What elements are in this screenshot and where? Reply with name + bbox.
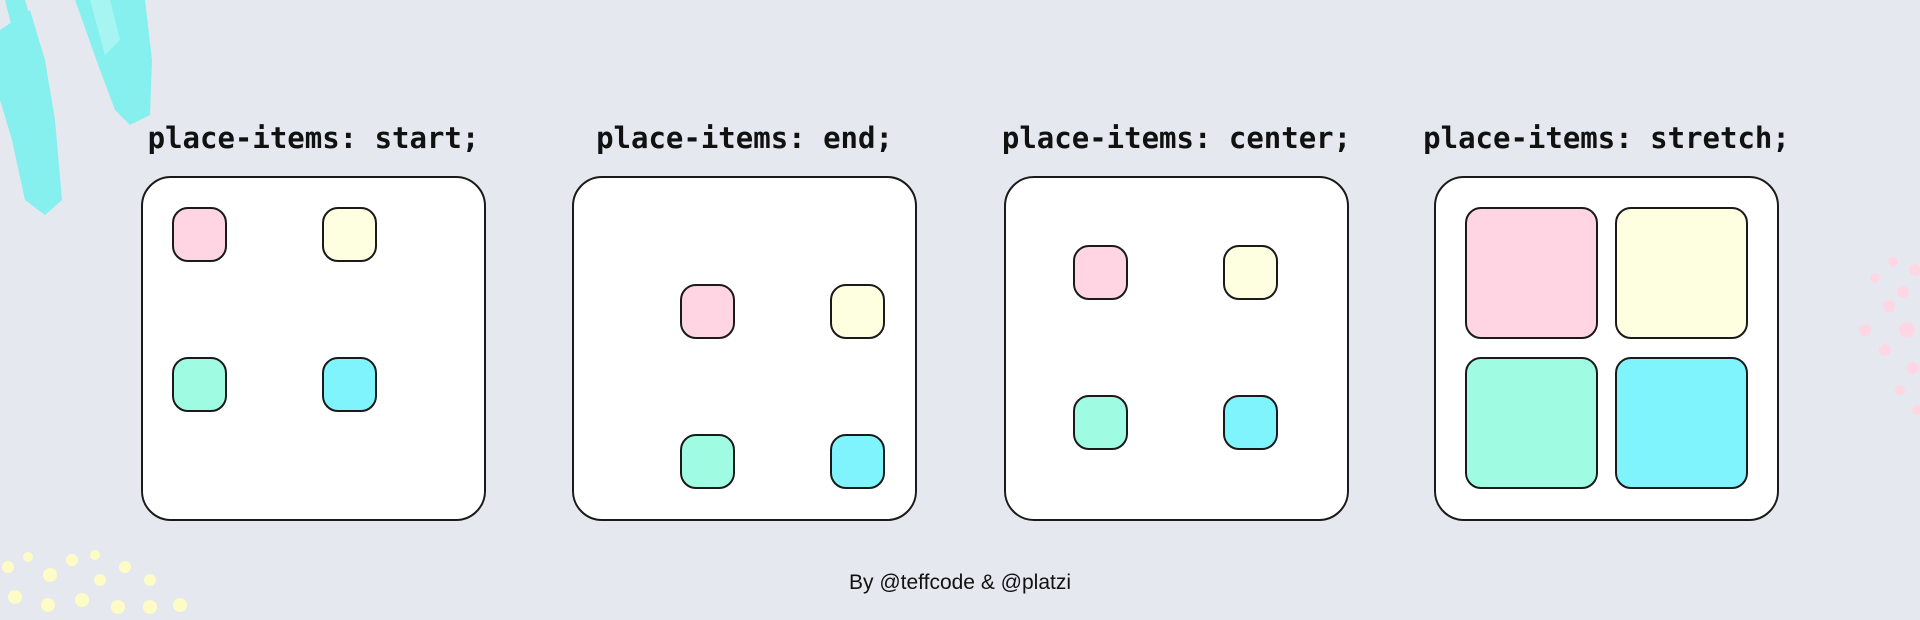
grid-item-cyan	[1223, 395, 1278, 450]
footer-credit: By @teffcode & @platzi	[848, 571, 1072, 594]
grid-item-yellow	[1223, 245, 1278, 300]
panel-title: place-items: start;	[147, 121, 480, 155]
panel-title: place-items: stretch;	[1423, 121, 1790, 155]
grid-container	[141, 176, 486, 521]
grid-container	[572, 176, 917, 521]
grid-item-green	[1465, 357, 1598, 489]
grid-item-cyan	[830, 434, 885, 489]
grid-item-pink	[1465, 207, 1598, 339]
grid-container	[1004, 176, 1349, 521]
grid-item-yellow	[830, 284, 885, 339]
grid-item-cyan	[1615, 357, 1748, 489]
grid-item-pink	[172, 207, 227, 262]
grid-item-green	[172, 357, 227, 412]
grid-item-cyan	[322, 357, 377, 412]
panel-title: place-items: end;	[596, 121, 893, 155]
grid-item-yellow	[322, 207, 377, 262]
grid-item-pink	[1073, 245, 1128, 300]
grid-item-green	[1073, 395, 1128, 450]
grid-item-pink	[680, 284, 735, 339]
grid-item-yellow	[1615, 207, 1748, 339]
dots-decoration-right	[1859, 257, 1920, 415]
panel-title: place-items: center;	[1001, 121, 1352, 155]
grid-container	[1434, 176, 1779, 521]
grid-item-green	[680, 434, 735, 489]
